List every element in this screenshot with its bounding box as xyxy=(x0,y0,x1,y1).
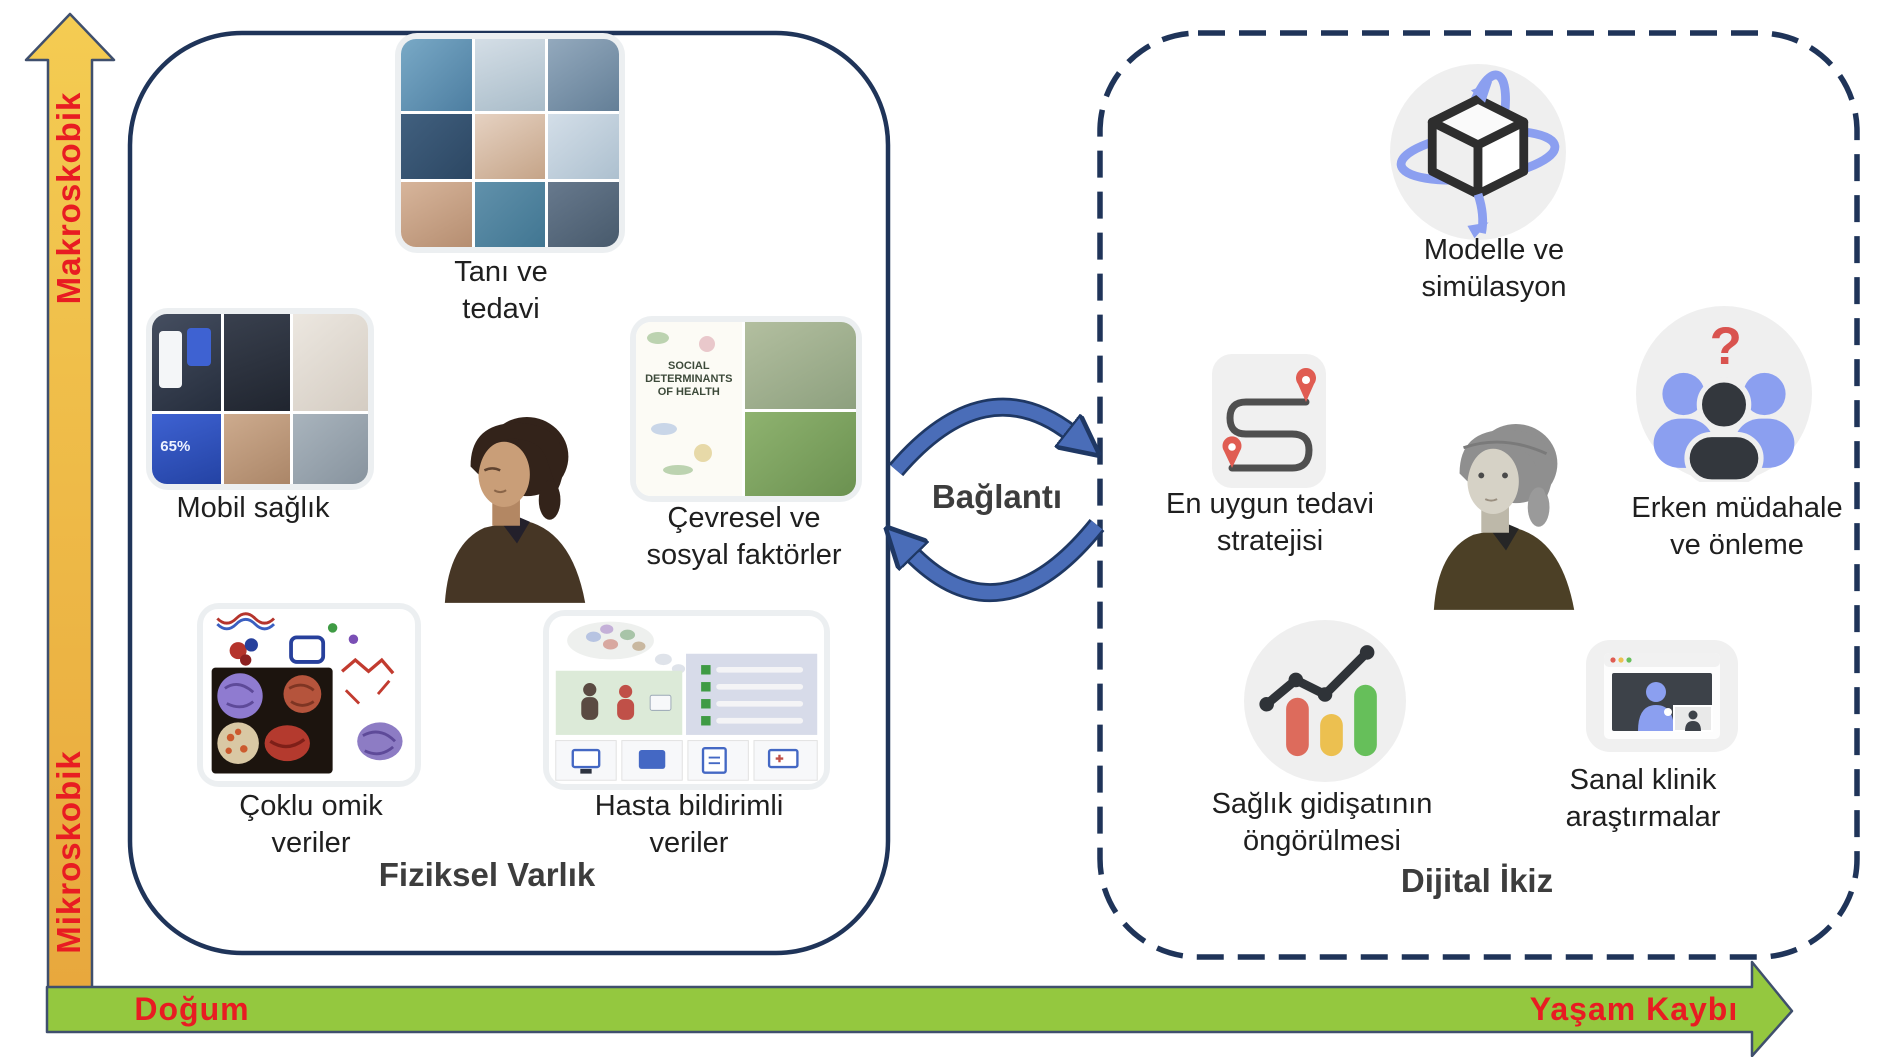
doodle xyxy=(694,443,713,462)
label-line: Çoklu omik xyxy=(239,790,383,822)
label-line: Sanal klinik xyxy=(1569,764,1717,796)
doodle xyxy=(650,422,677,435)
label-patient-reported: Hasta bildirimli veriler xyxy=(595,788,784,862)
label-line: En uygun tedavi xyxy=(1166,488,1374,520)
photo-tile xyxy=(474,181,546,247)
diagnosis-treatment-image xyxy=(395,33,625,253)
photo-tile xyxy=(292,413,368,484)
axis-label-loss-of-life: Yaşam Kaybı xyxy=(1529,991,1739,1027)
label-diagnosis-treatment: Tanı ve tedavi xyxy=(454,254,548,328)
label-line: Sağlık gidişatının xyxy=(1211,788,1433,820)
photo-tile xyxy=(401,181,472,247)
question-mark: ? xyxy=(1710,317,1742,376)
model-simulation-icon xyxy=(1390,64,1566,240)
label-line: Tanı ve xyxy=(454,256,548,288)
omics-doodles xyxy=(211,612,403,774)
label-multi-omics: Çoklu omik veriler xyxy=(239,788,382,862)
label-mobile-health: Mobil sağlık xyxy=(176,492,330,524)
treatment-route-icon xyxy=(1212,354,1326,488)
label-environment-social: Çevresel ve sosyal faktörler xyxy=(646,500,841,574)
label-line: simülasyon xyxy=(1421,271,1567,303)
label-line: Hasta bildirimli xyxy=(594,790,784,822)
photo-tile xyxy=(401,39,472,111)
photo-tile xyxy=(548,39,619,111)
horizontal-axis-arrow xyxy=(45,960,1794,1057)
label-line: stratejisi xyxy=(1216,525,1324,557)
connection-label: Bağlantı xyxy=(931,478,1063,515)
patient-reported-image xyxy=(543,610,830,790)
mobile-health-image: 65% xyxy=(146,308,374,490)
doodle xyxy=(646,332,669,345)
doodle xyxy=(663,464,694,475)
app-screenshot xyxy=(158,331,183,388)
map-pin xyxy=(1222,436,1242,468)
label-early-intervention: Erken müdahale ve önleme xyxy=(1631,490,1842,564)
photo-tile xyxy=(292,314,368,411)
photo-tile xyxy=(224,314,290,411)
photo-tile xyxy=(224,413,290,484)
photo-tile xyxy=(474,113,546,179)
photo-tile xyxy=(548,181,619,247)
app-screenshot xyxy=(186,327,212,367)
photo-tile xyxy=(401,113,472,179)
axis-label-microscopic: Mikroskobik xyxy=(50,750,87,954)
label-line: veriler xyxy=(271,827,351,859)
label-line: sosyal faktörler xyxy=(646,539,842,571)
patient-reported-doodles xyxy=(555,621,818,781)
battery-percent: 65% xyxy=(160,437,191,455)
collage-caption: SOCIAL DETERMINANTS OF HEALTH xyxy=(645,360,733,399)
label-line: tedavi xyxy=(462,293,540,325)
doodle xyxy=(699,335,716,352)
vertical-axis-arrow xyxy=(24,12,116,990)
digital-box-title: Dijital İkiz xyxy=(1400,862,1554,899)
photo-tile xyxy=(744,322,856,409)
connection-cycle-arrows xyxy=(896,397,1105,603)
photo-tile xyxy=(474,39,546,111)
label-line: Erken müdahale xyxy=(1631,492,1843,524)
digital-twin-avatar xyxy=(1433,424,1575,610)
early-intervention-icon: ? xyxy=(1636,306,1812,482)
photo-tile xyxy=(152,314,222,411)
label-model-simulation: Modelle ve simülasyon xyxy=(1421,232,1566,306)
label-treatment-strategy: En uygun tedavi stratejisi xyxy=(1166,486,1374,560)
virtual-trials-icon xyxy=(1586,640,1738,752)
axis-label-macroscopic: Makroskobik xyxy=(50,91,87,305)
axis-label-birth: Doğum xyxy=(134,991,250,1027)
photo-tile xyxy=(548,113,619,179)
environment-social-image: SOCIAL DETERMINANTS OF HEALTH xyxy=(630,316,862,502)
physical-box-title: Fiziksel Varlık xyxy=(378,856,596,893)
illustration-tile: SOCIAL DETERMINANTS OF HEALTH xyxy=(636,322,742,496)
clinic-icon-row xyxy=(555,740,818,781)
photo-tile xyxy=(744,412,856,496)
map-pin xyxy=(1296,368,1316,402)
label-line: öngörülmesi xyxy=(1243,825,1401,857)
label-health-prediction: Sağlık gidişatının öngörülmesi xyxy=(1212,786,1433,860)
label-line: araştırmalar xyxy=(1565,801,1721,833)
label-virtual-trials: Sanal klinik araştırmalar xyxy=(1566,762,1721,836)
digital-box-border xyxy=(1097,30,1860,960)
health-prediction-icon xyxy=(1244,620,1406,782)
label-line: veriler xyxy=(649,827,729,859)
label-line: Modelle ve xyxy=(1423,234,1565,266)
label-line: ve önleme xyxy=(1670,529,1804,561)
label-line: Çevresel ve xyxy=(667,502,821,534)
phone-battery-tile: 65% xyxy=(152,413,222,484)
multi-omics-image xyxy=(197,603,421,787)
patient-photo xyxy=(444,417,586,603)
